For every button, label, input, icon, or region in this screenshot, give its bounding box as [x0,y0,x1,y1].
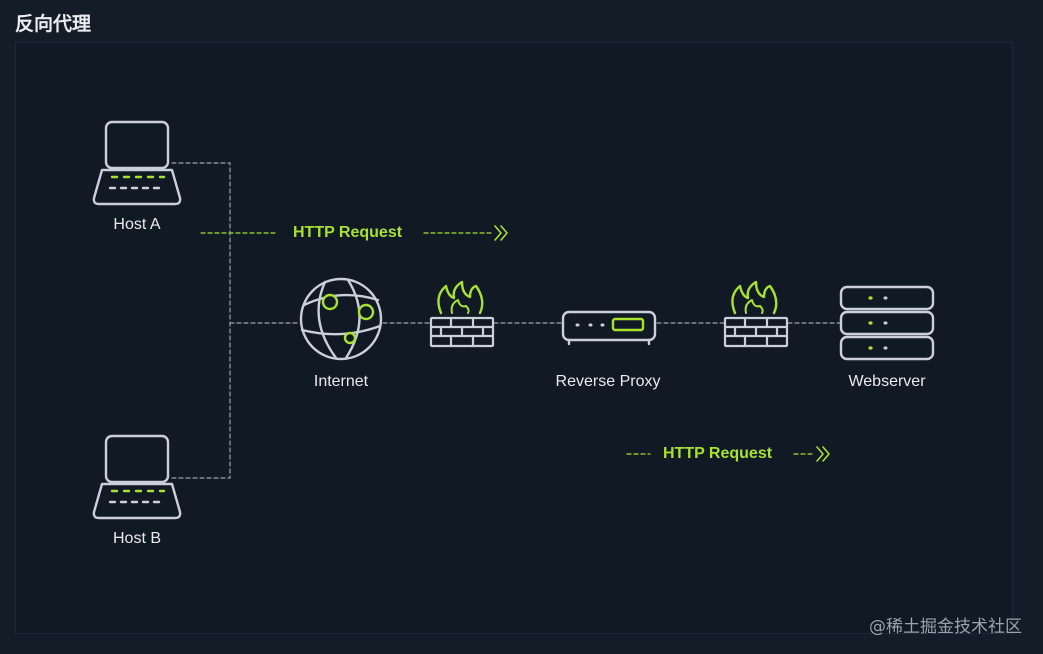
http-request-label-bottom: HTTP Request [663,445,773,462]
connector-host-a [171,162,231,479]
page-title: 反向代理 [15,13,92,35]
internet-globe-icon [299,277,383,361]
watermark: @稀土掘金技术社区 [869,617,1022,637]
firewall-icon [723,280,789,348]
host-b-label: Host B [112,530,162,547]
webserver-label: Webserver [848,373,926,390]
reverse-proxy-label: Reverse Proxy [555,373,661,390]
webserver-icon [839,285,935,361]
flow-arrow-bottom [626,446,830,462]
firewall-icon [429,280,495,348]
host-a-laptop-icon [92,120,182,206]
host-a-label: Host A [113,216,161,233]
host-b-laptop-icon [92,434,182,520]
reverse-proxy-router-icon [561,310,657,346]
flow-arrow-top [200,225,508,241]
http-request-label-top: HTTP Request [293,224,403,241]
internet-label: Internet [313,373,369,390]
connectors [171,162,841,479]
